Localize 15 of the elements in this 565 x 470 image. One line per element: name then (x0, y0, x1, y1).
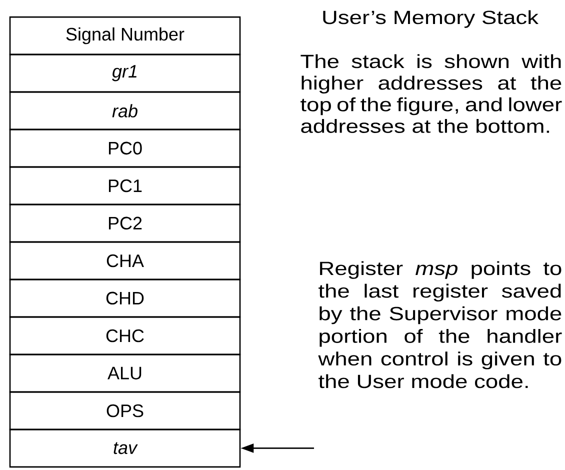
title: User’s Memory Stack (323, 10, 539, 28)
stack-cell: CHC (9, 316, 241, 356)
stack-cell: OPS (9, 391, 241, 430)
note-text: Register msp points to the last register saved by the Supervisor mode portion of the handler when control is given to the User mode code. (318, 261, 562, 388)
stack-cell: PC0 (9, 128, 241, 168)
description-text: The stack is shown with higher addresses at the top of the figure, and lower addresses at the bottom. (300, 54, 562, 133)
stack-cell: gr1 (9, 54, 241, 93)
stack-cell: CHD (9, 278, 241, 318)
stack-cell: tav (9, 428, 241, 468)
stack-cell: PC2 (9, 204, 241, 243)
stack-cell: CHA (9, 241, 241, 280)
stack-cell: PC1 (9, 166, 241, 206)
stack-cell: Signal Number (9, 16, 241, 56)
stack-cell: rab (9, 91, 241, 130)
stack-cell: ALU (9, 354, 241, 393)
